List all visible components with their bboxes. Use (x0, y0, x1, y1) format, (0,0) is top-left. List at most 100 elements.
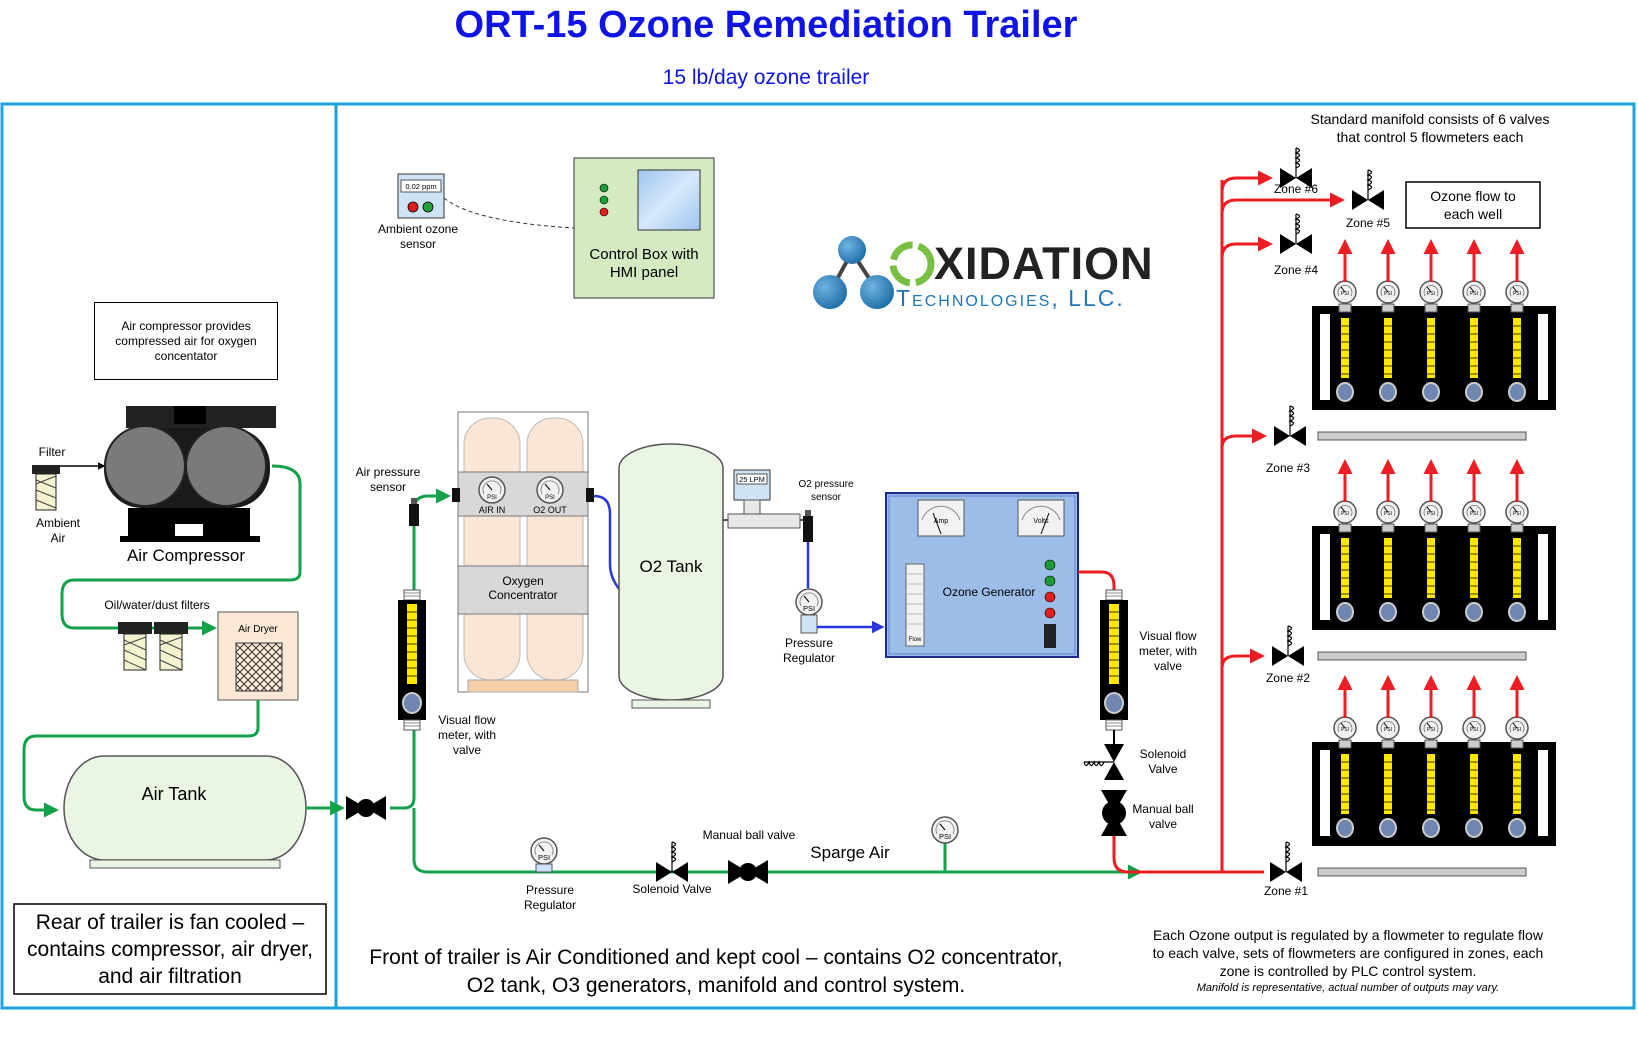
svg-text:PSI: PSI (1513, 727, 1521, 733)
company-logo (813, 236, 935, 309)
compressor-note-box: Air compressor provides compressed air f… (94, 302, 278, 380)
air-pressure-sensor (409, 498, 419, 526)
sparge-air-label: Sparge Air (810, 843, 890, 862)
rear-footer-box (13, 903, 327, 995)
svg-text:PSI: PSI (1384, 291, 1392, 297)
ozone-generator (885, 492, 1079, 658)
lpm-reading: 25 LPM (739, 475, 765, 484)
bank-psi-labels: PSI PSI PSI PSI PSI PSI PSI PSI PSI PSI PSI PSI PS… (1341, 291, 1521, 733)
sparge-regulator-psi: PSI (538, 853, 550, 862)
page-subtitle: 15 lb/day ozone trailer (662, 66, 870, 89)
volts-label: Volts (1033, 518, 1049, 525)
air-compressor-label: Air Compressor (126, 546, 246, 565)
o2-regulator-label: Pressure Regulator (782, 636, 836, 665)
svg-text:PSI: PSI (1427, 727, 1435, 733)
solenoid-valve-stack-label: Solenoid Valve (1139, 747, 1187, 776)
sparge-solenoid-valve (655, 841, 689, 883)
air-in-label: AIR IN (479, 505, 506, 515)
filters-label: Oil/water/dust filters (104, 598, 210, 612)
zone-2-valve (1271, 625, 1305, 667)
zone-6-label: Zone #6 (1273, 182, 1319, 196)
rear-footer: Rear of trailer is fan cooled – contains… (27, 910, 313, 988)
front-footer: Front of trailer is Air Conditioned and … (369, 946, 1063, 997)
zone-3-valve (1273, 405, 1307, 447)
zone-2-label: Zone #2 (1265, 671, 1311, 685)
ozone-solenoid-valve (1083, 744, 1124, 780)
control-box (573, 157, 715, 299)
o2-flow-meter (727, 469, 801, 529)
air-flow-meter (397, 589, 427, 731)
air-pressure-sensor-label: Air pressure sensor (355, 465, 421, 494)
svg-text:PSI: PSI (1427, 291, 1435, 297)
front-frame (334, 102, 1636, 1010)
amp-label: Amp (934, 518, 949, 525)
svg-text:PSI: PSI (1470, 291, 1478, 297)
air-in-psi: PSI (487, 495, 497, 501)
manifold-bank-2 (1312, 500, 1556, 661)
flow-label: Flow (909, 637, 922, 643)
zone-5-label: Zone #5 (1345, 216, 1391, 230)
svg-text:PSI: PSI (1427, 511, 1435, 517)
ambient-ozone-sensor (397, 173, 445, 219)
ozone-ball-valve (1101, 790, 1127, 836)
svg-text:PSI: PSI (1513, 511, 1521, 517)
sparge-ball-valve (728, 860, 768, 884)
o2-tank (618, 443, 724, 709)
regulator-psi: PSI (803, 604, 815, 613)
svg-text:PSI: PSI (1341, 291, 1349, 297)
sparge-gauge-psi: PSI (939, 832, 951, 841)
manual-ball-valve-label: Manual ball valve (702, 828, 796, 842)
ambient-sensor-reading: 0.02 ppm (405, 182, 436, 191)
zone-4-label: Zone #4 (1273, 263, 1319, 277)
zone-5-valve (1351, 169, 1385, 211)
svg-text:PSI: PSI (1470, 511, 1478, 517)
compressor-note: Air compressor provides compressed air f… (115, 318, 257, 363)
air-dryer (217, 611, 299, 701)
o2-pressure-sensor-label: O2 pressure sensor (798, 479, 854, 503)
control-box-label: Control Box with HMI panel (589, 246, 699, 281)
manifold-bank-3 (1312, 716, 1556, 877)
ball-valve-stack-label: Manual ball valve (1132, 802, 1194, 831)
manifold-bottom-note: Each Ozone output is regulated by a flow… (1152, 927, 1544, 979)
logo-sub: Technologies, LLC. (896, 285, 1125, 311)
air-dryer-label: Air Dryer (238, 624, 278, 635)
air-flow-meter-label: Visual flow meter, with valve (437, 713, 497, 757)
air-tank-label: Air Tank (141, 784, 207, 804)
page-title: ORT-15 Ozone Remediation Trailer (454, 4, 1078, 46)
ozone-flow-meter-label: Visual flow meter, with valve (1138, 629, 1198, 673)
logo-word: XIDATION (934, 238, 1154, 289)
svg-text:PSI: PSI (1513, 291, 1521, 297)
o2-out-psi: PSI (545, 495, 555, 501)
svg-text:PSI: PSI (1341, 727, 1349, 733)
oxygen-concentrator (457, 411, 589, 693)
air-tank (63, 755, 307, 869)
svg-text:PSI: PSI (1384, 511, 1392, 517)
oxygen-concentrator-label: Oxygen Concentrator (488, 574, 558, 602)
manifold-note: Standard manifold consists of 6 valves t… (1310, 111, 1550, 145)
oil-water-dust-filters (118, 622, 188, 671)
sparge-regulator-label: Pressure Regulator (523, 883, 577, 912)
o2-tank-label: O2 Tank (639, 557, 703, 576)
o2-pressure-sensor (803, 510, 813, 542)
ozone-outlet-arrows (1337, 239, 1525, 718)
main-air-valve (346, 796, 386, 820)
manifold-red-lines (1220, 170, 1345, 872)
ambient-sensor-label: Ambient ozone sensor (377, 222, 459, 251)
ambient-air-label: Ambient Air (35, 516, 81, 545)
zone-1-label: Zone #1 (1263, 884, 1309, 898)
zone-3-label: Zone #3 (1265, 461, 1311, 475)
zone-4-valve (1279, 213, 1313, 255)
sparge-solenoid-label: Solenoid Valve (632, 882, 712, 896)
svg-text:PSI: PSI (1384, 727, 1392, 733)
ozone-flow-meter (1099, 589, 1129, 731)
air-compressor (104, 406, 276, 542)
svg-text:PSI: PSI (1470, 727, 1478, 733)
ozone-flow-label: Ozone flow to each well (1430, 188, 1516, 222)
manifold-italic-note: Manifold is representative, actual numbe… (1196, 982, 1500, 994)
svg-text:PSI: PSI (1341, 511, 1349, 517)
o2-out-label: O2 OUT (533, 505, 567, 515)
filter-label: Filter (38, 445, 66, 459)
ozone-flow-box (1405, 181, 1541, 229)
